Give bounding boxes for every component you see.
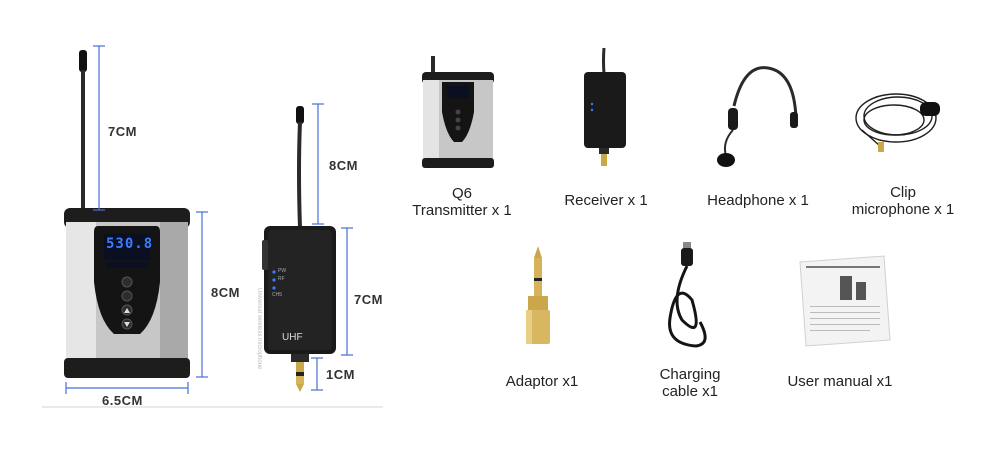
caption-headphone: Headphone x 1 [698, 192, 818, 209]
receiver-label-pw: PW [278, 268, 287, 274]
contents-illustration [422, 47, 940, 348]
dimension-lines [65, 45, 353, 394]
item-cable-image [668, 242, 707, 348]
dim-receiver-plug: 1CM [326, 367, 355, 382]
receiver-label-ch: CH5 [272, 292, 283, 298]
transmitter-display: 530.8 [106, 236, 154, 252]
dimension-panel: 530.8 UHF Universal wireless microphone … [0, 0, 400, 451]
caption-receiver: Receiver x 1 [550, 192, 662, 209]
item-receiver-image [584, 47, 626, 166]
item-transmitter-image [422, 56, 494, 168]
item-headphone-image [717, 66, 798, 167]
caption-cable: Charging cable x1 [640, 366, 740, 400]
receiver-antenna [296, 106, 304, 229]
receiver-brand: UHF [282, 332, 303, 343]
item-manual-image [799, 255, 891, 347]
caption-transmitter: Q6 Transmitter x 1 [400, 185, 524, 219]
caption-adaptor: Adaptor x1 [492, 373, 592, 390]
dimension-illustration [42, 45, 383, 408]
receiver-side-text: Universal wireless microphone [256, 288, 262, 370]
caption-cable-line2: cable x1 [662, 383, 718, 400]
caption-clip-mic-line2: microphone x 1 [851, 201, 955, 218]
receiver-body [262, 226, 336, 392]
contents-panel: Q6 Transmitter x 1 Receiver x 1 Headphon… [400, 0, 1000, 451]
dim-transmitter-antenna: 7CM [108, 124, 137, 139]
receiver-label-rf: RF [278, 276, 285, 282]
caption-manual: User manual x1 [778, 373, 902, 390]
caption-manual-line1: User manual x1 [787, 373, 893, 390]
dim-receiver-antenna: 8CM [329, 158, 358, 173]
caption-clip-mic: Clip microphone x 1 [840, 184, 966, 218]
item-clip-mic-image [855, 93, 940, 152]
caption-transmitter-line1: Q6 [451, 185, 472, 202]
transmitter-antenna [79, 50, 87, 210]
item-adaptor-image [526, 246, 550, 344]
dim-receiver-height: 7CM [354, 292, 383, 307]
caption-cable-line1: Charging [659, 366, 721, 383]
dim-transmitter-height: 8CM [211, 285, 240, 300]
caption-receiver-line1: Receiver x 1 [564, 192, 648, 209]
caption-transmitter-line2: Transmitter x 1 [412, 202, 512, 219]
caption-adaptor-line1: Adaptor x1 [505, 373, 579, 390]
dim-transmitter-width: 6.5CM [102, 393, 143, 408]
caption-headphone-line1: Headphone x 1 [707, 192, 809, 209]
caption-clip-mic-line1: Clip [890, 184, 916, 201]
transmitter-body [64, 208, 190, 378]
